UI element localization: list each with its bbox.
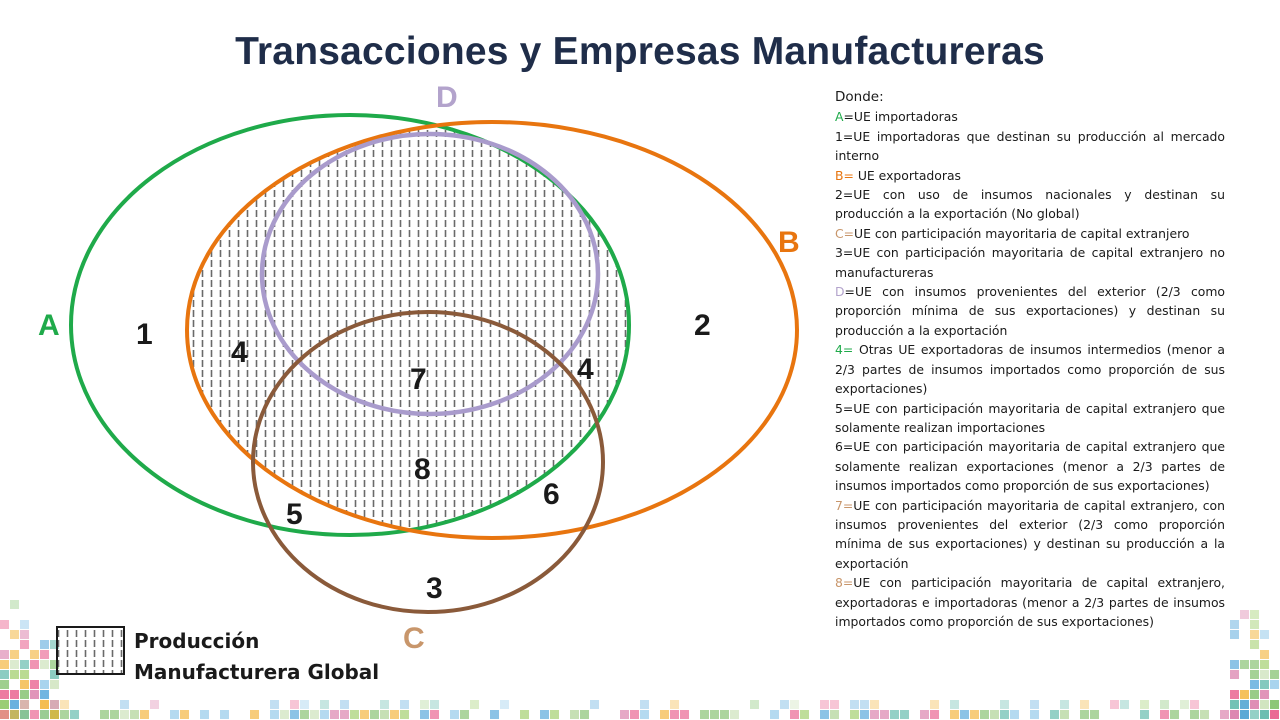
definition-item: 7=UE con participación mayoritaria de ca… xyxy=(835,497,1225,571)
definition-key: 3 xyxy=(835,245,843,261)
definition-key: 5 xyxy=(835,400,843,416)
region-4-left-label: 4 xyxy=(231,336,248,369)
definition-item: D=UE con insumos provenientes del exteri… xyxy=(835,284,1225,338)
region-8-label: 8 xyxy=(414,453,431,486)
definition-item: B= UE exportadoras xyxy=(835,167,961,183)
definition-text: UE importadoras que destinan su producci… xyxy=(835,128,1225,164)
definition-item: 2=UE con uso de insumos nacionales y des… xyxy=(835,187,1225,222)
definition-key: B xyxy=(835,167,844,183)
definition-key: C xyxy=(835,225,844,241)
definition-key: 7 xyxy=(835,497,843,513)
definition-text: UE exportadoras xyxy=(857,167,961,183)
definition-text: UE con participación mayoritaria de capi… xyxy=(854,225,1190,241)
set-d-ellipse xyxy=(259,131,601,417)
region-6-label: 6 xyxy=(543,478,560,511)
pattern-legend-swatch xyxy=(56,626,125,675)
definition-item: 5=UE con participación mayoritaria de ca… xyxy=(835,400,1225,435)
definition-key: 2 xyxy=(835,187,843,203)
definition-item: A=UE importadoras xyxy=(835,109,958,125)
definition-text: UE con participación mayoritaria de capi… xyxy=(835,245,1225,280)
set-a-ellipse xyxy=(69,113,631,537)
set-b-label: B xyxy=(778,226,800,259)
set-a-label: A xyxy=(38,309,60,342)
definition-text: UE con participación mayoritaria de capi… xyxy=(835,439,1225,494)
set-c-ellipse xyxy=(251,310,605,614)
region-2-label: 2 xyxy=(694,309,711,342)
definition-text: UE con participación mayoritaria de capi… xyxy=(835,575,1225,629)
definitions-panel: Donde: A=UE importadoras 1=UE importador… xyxy=(835,88,1225,631)
set-b-ellipse xyxy=(185,120,799,540)
definition-key: D xyxy=(835,284,845,300)
set-c-label: C xyxy=(403,622,425,655)
definition-key: 8 xyxy=(835,575,843,591)
definition-key: 6 xyxy=(835,439,843,455)
definition-text: UE importadoras xyxy=(853,109,958,125)
definition-item: 1=UE importadoras que destinan su produc… xyxy=(835,128,1225,164)
pattern-legend-line1: Producción xyxy=(134,629,260,653)
definition-item: 3=UE con participación mayoritaria de ca… xyxy=(835,245,1225,280)
definition-item: 6=UE con participación mayoritaria de ca… xyxy=(835,439,1225,494)
definition-key: 4 xyxy=(835,342,843,358)
global-production-region xyxy=(187,122,629,535)
definition-item: C=UE con participación mayoritaria de ca… xyxy=(835,225,1190,241)
definition-text: UE con participación mayoritaria de capi… xyxy=(835,400,1225,435)
mosaic-decoration xyxy=(0,600,1279,719)
definition-text: UE con participación mayoritaria de capi… xyxy=(835,497,1225,571)
definitions-header: Donde: xyxy=(835,89,884,105)
definition-key: 1 xyxy=(835,128,843,144)
region-5-label: 5 xyxy=(286,498,303,531)
pattern-legend-line2: Manufacturera Global xyxy=(134,660,380,684)
definition-text: UE con uso de insumos nacionales y desti… xyxy=(835,187,1225,222)
definition-text: Otras UE exportadoras de insumos interme… xyxy=(835,342,1226,397)
region-1-label: 1 xyxy=(136,318,153,351)
definition-item: 4= Otras UE exportadoras de insumos inte… xyxy=(835,342,1226,397)
region-3-label: 3 xyxy=(426,572,443,605)
page-title: Transacciones y Empresas Manufactureras xyxy=(235,30,1045,73)
definition-item: 8=UE con participación mayoritaria de ca… xyxy=(835,575,1225,629)
region-7-label: 7 xyxy=(410,363,427,396)
region-4-right-label: 4 xyxy=(577,353,594,386)
definition-text: UE con insumos provenientes del exterior… xyxy=(835,284,1225,338)
set-d-label: D xyxy=(436,81,458,114)
definition-key: A xyxy=(835,109,844,125)
pattern-legend-label: Producción Manufacturera Global xyxy=(134,626,379,688)
